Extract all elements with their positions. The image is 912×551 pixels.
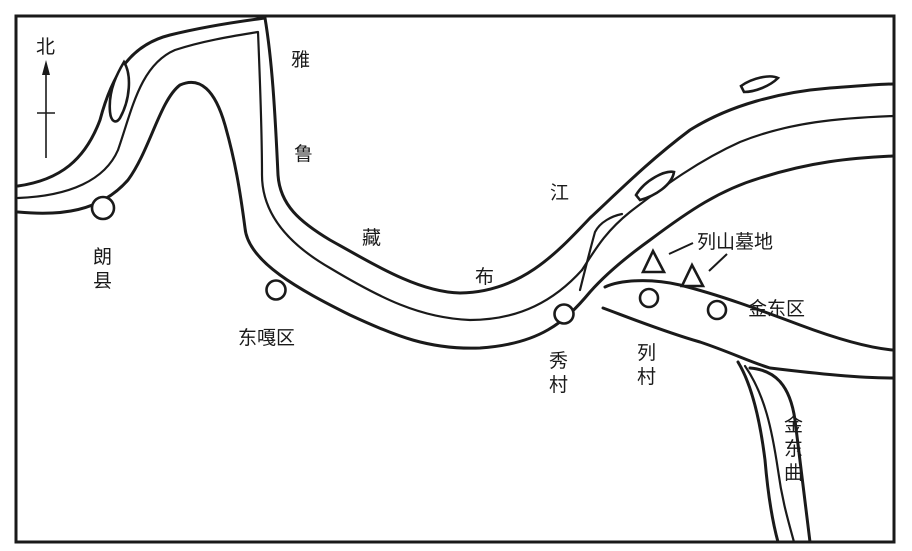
main-river-char: 布 xyxy=(475,266,494,288)
river-island xyxy=(739,75,781,94)
main-river-south-bank xyxy=(16,80,895,350)
tributary-char: 曲 xyxy=(784,462,803,484)
site-label: 列山墓地 xyxy=(697,231,773,253)
north-arrow-head xyxy=(42,60,50,75)
place-label-char: 朗 xyxy=(93,246,112,268)
tributary-east-bank xyxy=(748,366,812,544)
town-marker xyxy=(553,303,575,325)
river-island xyxy=(634,170,676,202)
town-marker xyxy=(706,299,728,321)
cemetery-triangle-icon xyxy=(640,248,667,274)
town-marker xyxy=(90,195,116,221)
place-langxian: 朗 县 xyxy=(90,195,116,292)
place-dongga: 东嘎区 xyxy=(238,279,295,349)
cemetery-triangle-icon xyxy=(679,262,706,288)
place-jindong: 金东区 xyxy=(706,298,805,321)
tributary-channel xyxy=(743,364,796,544)
tributary-west-bank xyxy=(736,360,780,544)
main-river-channel xyxy=(16,30,584,322)
place-label-char: 村 xyxy=(637,366,656,388)
tributary-char: 金 xyxy=(784,414,803,436)
place-liecun: 列 村 xyxy=(637,287,660,388)
leader-line xyxy=(668,242,694,255)
map-frame xyxy=(14,14,896,544)
place-label-char: 县 xyxy=(93,270,112,292)
place-label-char: 秀 xyxy=(549,350,568,372)
main-river-char: 雅 xyxy=(291,49,310,71)
site-lieshan-cemetery: 列山墓地 xyxy=(640,231,773,288)
place-label: 东嘎区 xyxy=(238,327,295,349)
place-label-char: 村 xyxy=(549,374,568,396)
north-arrow: 北 xyxy=(36,36,55,158)
place-label: 金东区 xyxy=(748,298,805,320)
main-river-char: 江 xyxy=(550,182,569,204)
main-river-char: 藏 xyxy=(362,227,381,249)
jindong-channel-upper-bank xyxy=(603,279,895,352)
main-river-char: 鲁 xyxy=(294,143,313,165)
town-marker xyxy=(265,279,287,301)
tributary-char: 东 xyxy=(784,438,803,460)
river-island xyxy=(108,59,131,123)
north-label: 北 xyxy=(36,36,55,58)
place-label-char: 列 xyxy=(637,342,656,364)
main-river-north-bank xyxy=(16,16,895,295)
tributary-label: 金 东 曲 xyxy=(784,414,803,484)
leader-line xyxy=(708,253,728,272)
side-channel xyxy=(578,212,624,292)
main-river-channel-east xyxy=(580,114,895,272)
main-river-label: 雅 鲁 藏 布 江 xyxy=(291,49,569,288)
place-xiucun: 秀 村 xyxy=(549,303,575,396)
town-marker xyxy=(638,287,660,309)
jindong-channel-lower-bank xyxy=(601,306,895,380)
